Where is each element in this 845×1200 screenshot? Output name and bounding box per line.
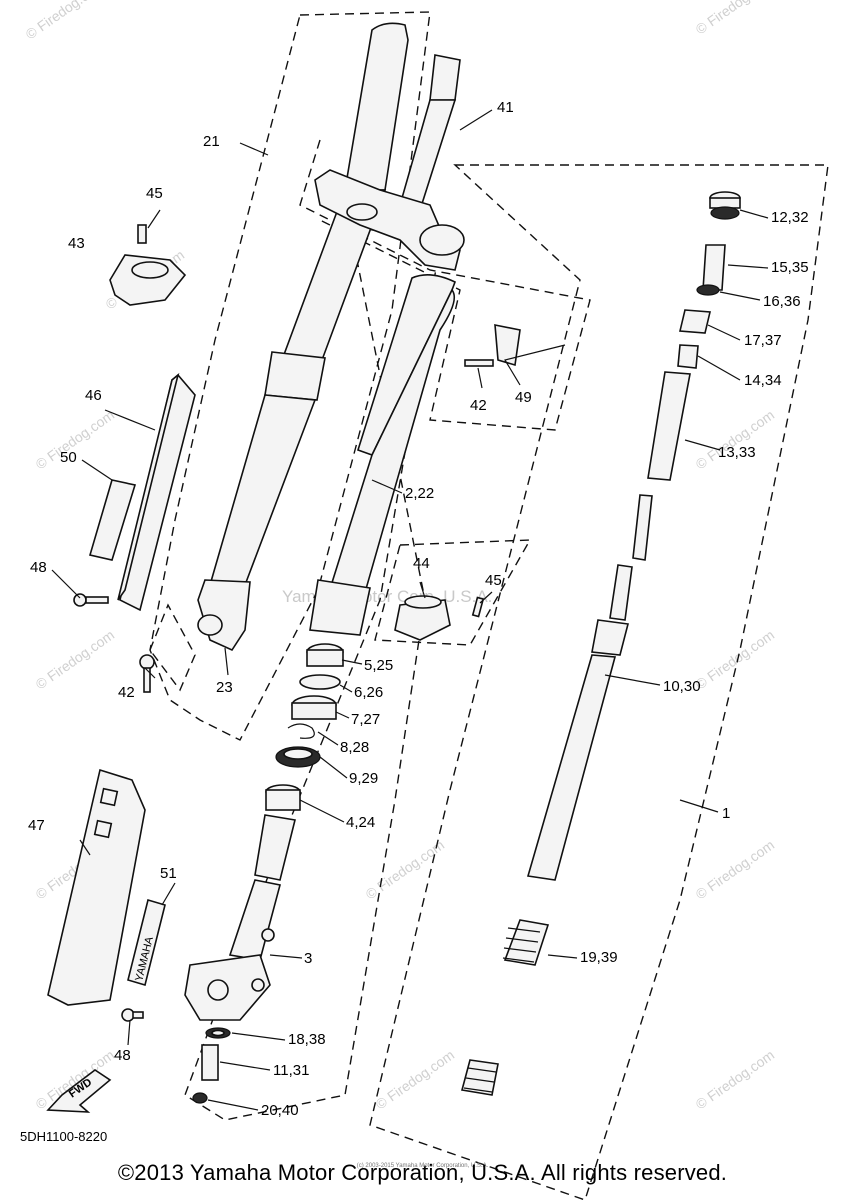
guard-47 [47, 768, 146, 1006]
callout-5-25: 5,25 [364, 657, 393, 674]
callout-2-22: 2,22 [405, 485, 434, 502]
clamp-43 [109, 224, 187, 306]
seal-stack [265, 643, 344, 811]
callout-45b: 45 [485, 572, 502, 589]
steering-stem-41 [314, 54, 465, 271]
bolts [73, 593, 155, 1022]
diagram-code: 5DH1100-8220 [20, 1129, 107, 1144]
callout-8-28: 8,28 [340, 739, 369, 756]
cap-bolt-group [677, 191, 741, 369]
callout-4-24: 4,24 [346, 814, 375, 831]
bracket-49-group [464, 324, 521, 367]
watermark-text: © Firedog.com [373, 1047, 458, 1113]
callout-7-27: 7,27 [351, 711, 380, 728]
callout-12-32: 12,32 [771, 209, 809, 226]
callout-48a: 48 [30, 559, 47, 576]
callout-42a: 42 [470, 397, 487, 414]
callout-48b: 48 [114, 1047, 131, 1064]
callout-20-40: 20,40 [261, 1102, 299, 1119]
sticker-51: YAMAHA [127, 898, 166, 987]
callout-50: 50 [60, 449, 77, 466]
watermark-text: © Firedog.com [693, 0, 778, 37]
callout-1: 1 [722, 805, 730, 822]
sticker-50 [88, 479, 137, 561]
callout-43: 43 [68, 235, 85, 252]
callout-3: 3 [304, 950, 312, 967]
callout-15-35: 15,35 [771, 259, 809, 276]
copyright-notice: ©2013 Yamaha Motor Corporation, U.S.A. A… [117, 1160, 728, 1185]
callout-13-33: 13,33 [718, 444, 756, 461]
watermark-text: © Firedog.com [693, 627, 778, 693]
callout-46: 46 [85, 387, 102, 404]
callout-21: 21 [203, 133, 220, 150]
inner-tube-2 [309, 274, 457, 636]
callout-44: 44 [413, 555, 430, 572]
callout-16-36: 16,36 [763, 293, 801, 310]
callout-23: 23 [216, 679, 233, 696]
outline-2 [184, 224, 441, 1121]
outline-41 [299, 139, 591, 431]
callout-42b: 42 [118, 684, 135, 701]
small-parts-bottom [192, 1027, 231, 1104]
outer-tube-21 [197, 22, 409, 652]
callout-17-37: 17,37 [744, 332, 782, 349]
outer-tube-3 [184, 814, 296, 1021]
watermark-text: © Firedog.com [33, 627, 118, 693]
outline-44 [374, 539, 532, 646]
watermark-text: © Firedog.com [693, 407, 778, 473]
callout-47: 47 [28, 817, 45, 834]
bracket-44-group [394, 595, 485, 641]
watermark-text: © Firedog.com [693, 837, 778, 903]
callout-14-34: 14,34 [744, 372, 782, 389]
part-8 [287, 723, 315, 739]
callout-labels: 21 41 45 43 12,32 15,35 16,36 17,37 14,3… [20, 99, 809, 1144]
damper-group [461, 371, 691, 1096]
outline-23 [149, 603, 196, 692]
outline-1 [369, 164, 829, 1200]
callout-10-30: 10,30 [663, 678, 701, 695]
callout-19-39: 19,39 [580, 949, 618, 966]
callout-18-38: 18,38 [288, 1031, 326, 1048]
watermark-text: © Firedog.com [363, 837, 448, 903]
callout-6-26: 6,26 [354, 684, 383, 701]
callout-51: 51 [160, 865, 177, 882]
leader-lines [51, 109, 769, 1111]
callout-41: 41 [497, 99, 514, 116]
guard-46 [117, 372, 196, 612]
callout-11-31: 11,31 [273, 1062, 309, 1079]
assembly-outlines [149, 11, 829, 1200]
watermark-text: © Firedog.com [693, 1047, 778, 1113]
callout-49: 49 [515, 389, 532, 406]
callout-45a: 45 [146, 185, 163, 202]
copyright-small: (c) 2003-2015 Yamaha Motor Corporation, … [356, 1163, 489, 1169]
part-6 [299, 674, 341, 690]
callout-9-29: 9,29 [349, 770, 378, 787]
watermark-text: © Firedog.com [23, 0, 108, 42]
